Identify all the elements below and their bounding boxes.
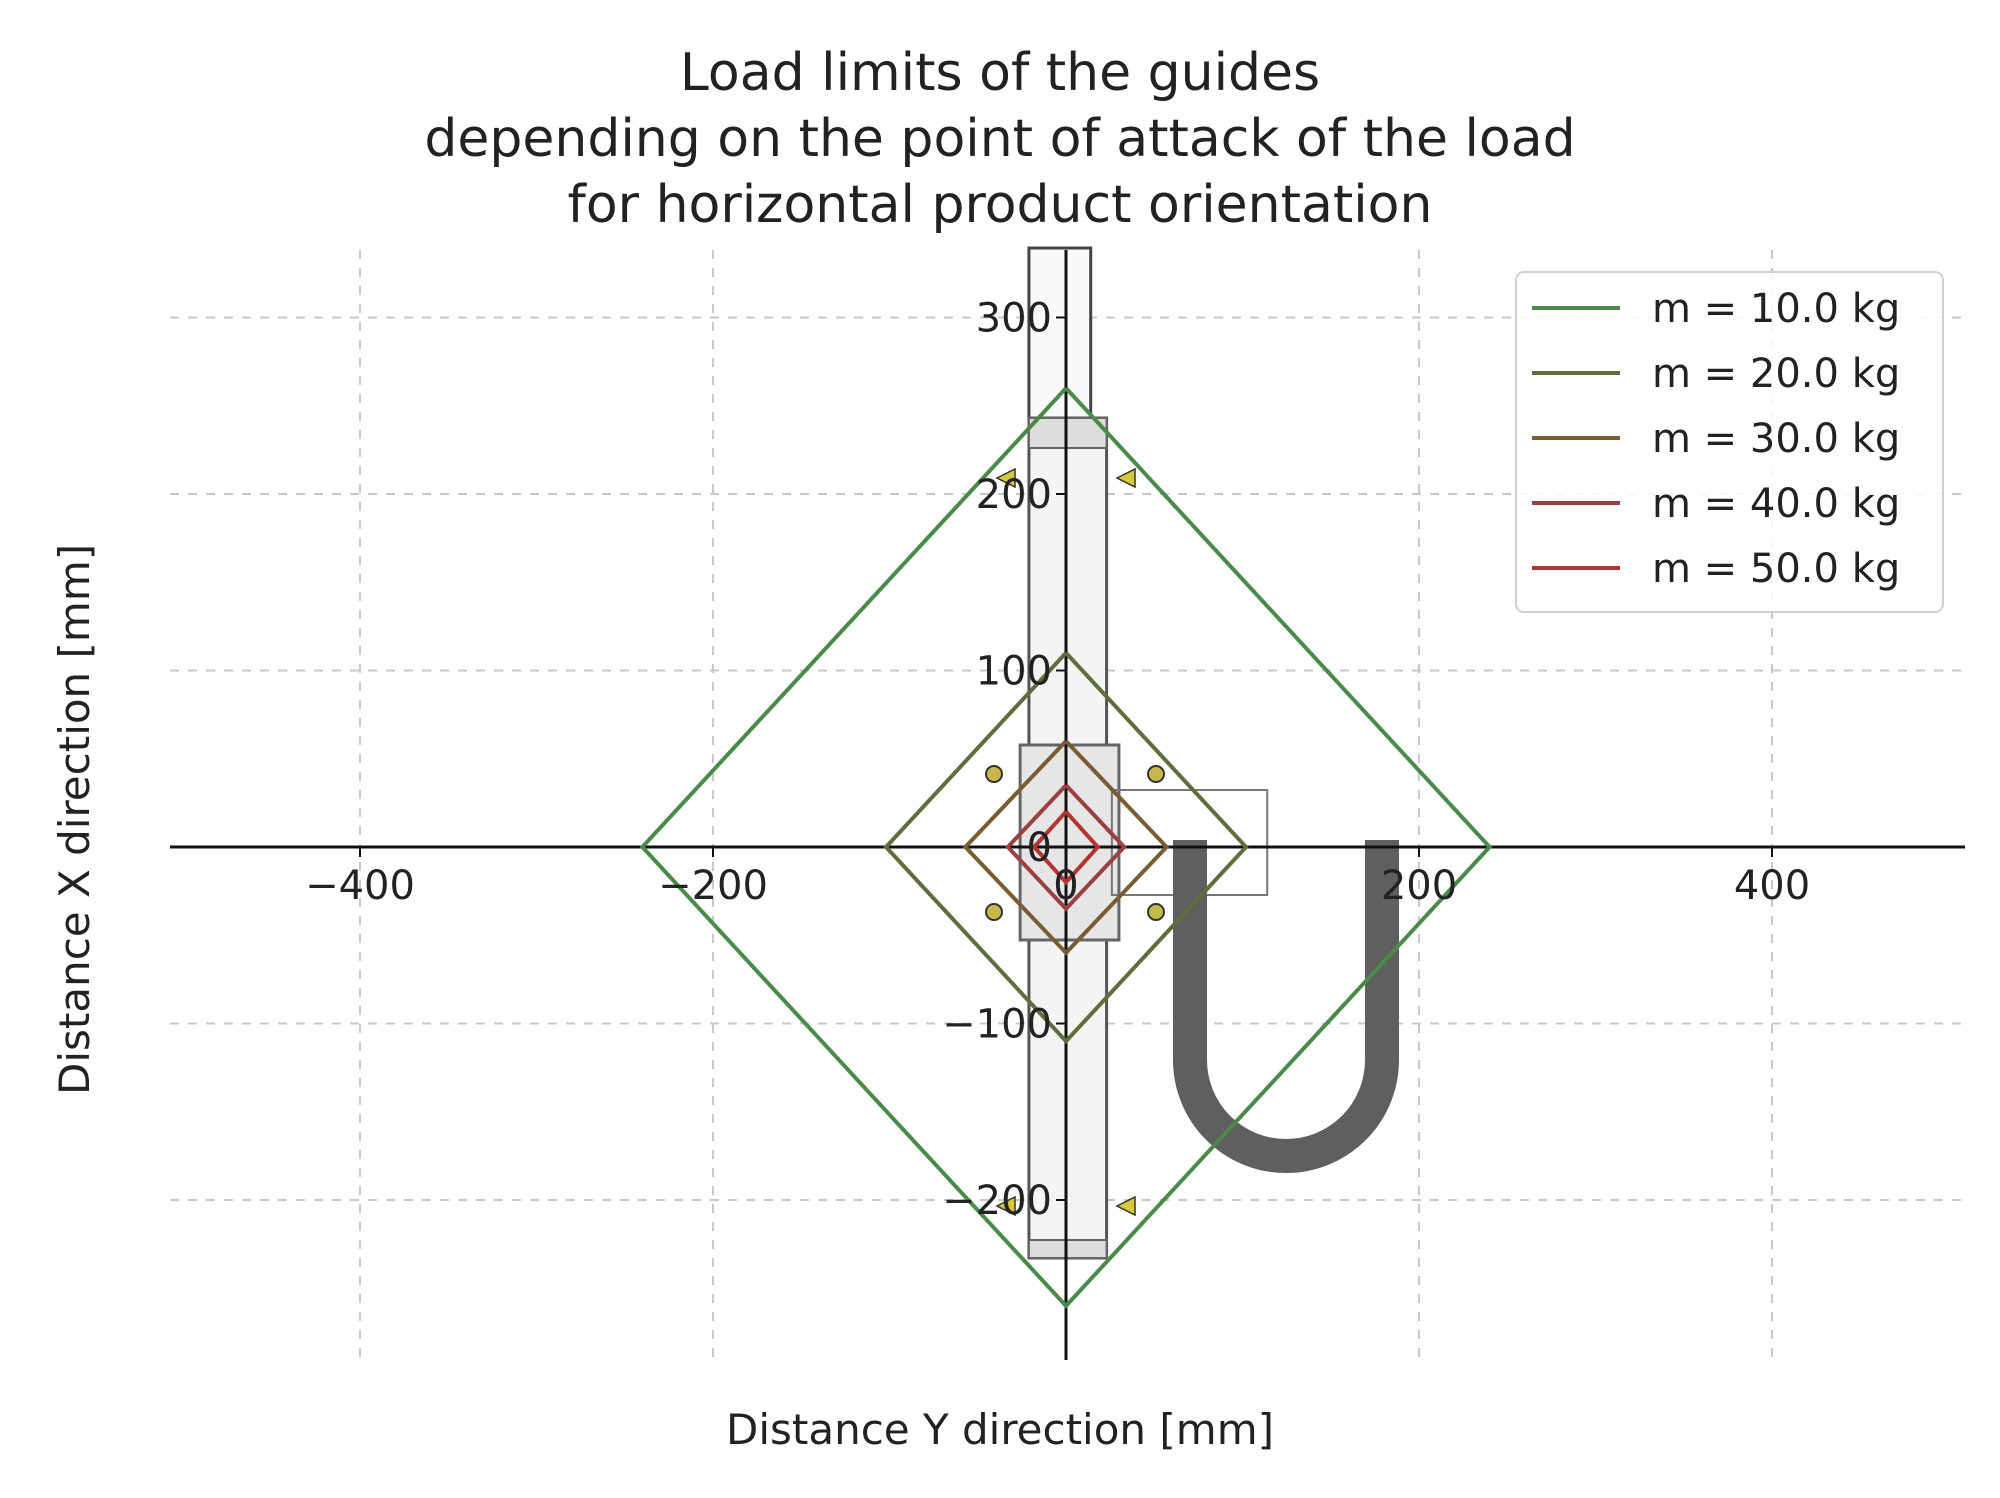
series-line-3 bbox=[962, 739, 1170, 956]
y-tick-label: −100 bbox=[942, 1002, 1052, 1048]
series-layer bbox=[639, 386, 1493, 1309]
series-line-1 bbox=[639, 386, 1493, 1309]
mounting-marker bbox=[995, 1195, 1016, 1217]
x-axis-label: Distance Y direction [mm] bbox=[725, 1405, 1274, 1454]
axes-layer bbox=[170, 250, 1965, 1360]
series-line-4 bbox=[1005, 783, 1127, 912]
tick-labels-layer: −400 −200 200 400 300 200 100 −100 −200 00 bbox=[305, 296, 1810, 1225]
legend-label-5: m = 50.0 kg bbox=[1652, 546, 1900, 592]
cable-carrier bbox=[1173, 840, 1399, 1173]
legend-label-1: m = 10.0 kg bbox=[1652, 286, 1900, 332]
legend-label-2: m = 20.0 kg bbox=[1652, 351, 1900, 397]
y-axis-label: Distance X direction [mm] bbox=[50, 543, 99, 1095]
mounting-marker bbox=[1115, 467, 1136, 489]
legend-box bbox=[1515, 271, 1944, 613]
mounting-marker bbox=[995, 467, 1016, 489]
chart-title-line-2: depending on the point of attack of the … bbox=[424, 109, 1576, 169]
legend-label-4: m = 40.0 kg bbox=[1652, 481, 1900, 527]
y-tick-label-zero: 0 bbox=[1027, 825, 1052, 871]
x-tick-label-zero: 0 bbox=[1053, 863, 1078, 909]
carriage-screw bbox=[985, 765, 1003, 783]
bottom-end-cap bbox=[1027, 1239, 1108, 1259]
x-tick-label: 200 bbox=[1381, 863, 1457, 909]
y-tick-label: −200 bbox=[942, 1178, 1052, 1224]
mounting-marker bbox=[1115, 1195, 1136, 1217]
carriage-screw bbox=[985, 903, 1003, 921]
chart-title-line-3: for horizontal product orientation bbox=[567, 175, 1433, 235]
series-line-5 bbox=[1031, 810, 1101, 886]
x-tick-label: −200 bbox=[658, 863, 768, 909]
y-tick-label: 100 bbox=[976, 649, 1052, 695]
chart-title-line-1: Load limits of the guides bbox=[679, 43, 1321, 103]
carriage-screw bbox=[1147, 903, 1165, 921]
x-tick-label: 400 bbox=[1734, 863, 1810, 909]
x-tick-label: −400 bbox=[305, 863, 415, 909]
top-end-cap bbox=[1027, 417, 1108, 449]
product-drawing-image bbox=[985, 246, 1399, 1260]
carriage-screw bbox=[1147, 765, 1165, 783]
y-tick-label: 200 bbox=[976, 472, 1052, 518]
y-tick-label: 300 bbox=[976, 296, 1052, 342]
series-line-2 bbox=[883, 651, 1249, 1045]
legend: m = 10.0 kg m = 20.0 kg m = 30.0 kg m = 40.… bbox=[1515, 271, 1944, 613]
legend-label-3: m = 30.0 kg bbox=[1652, 416, 1900, 462]
